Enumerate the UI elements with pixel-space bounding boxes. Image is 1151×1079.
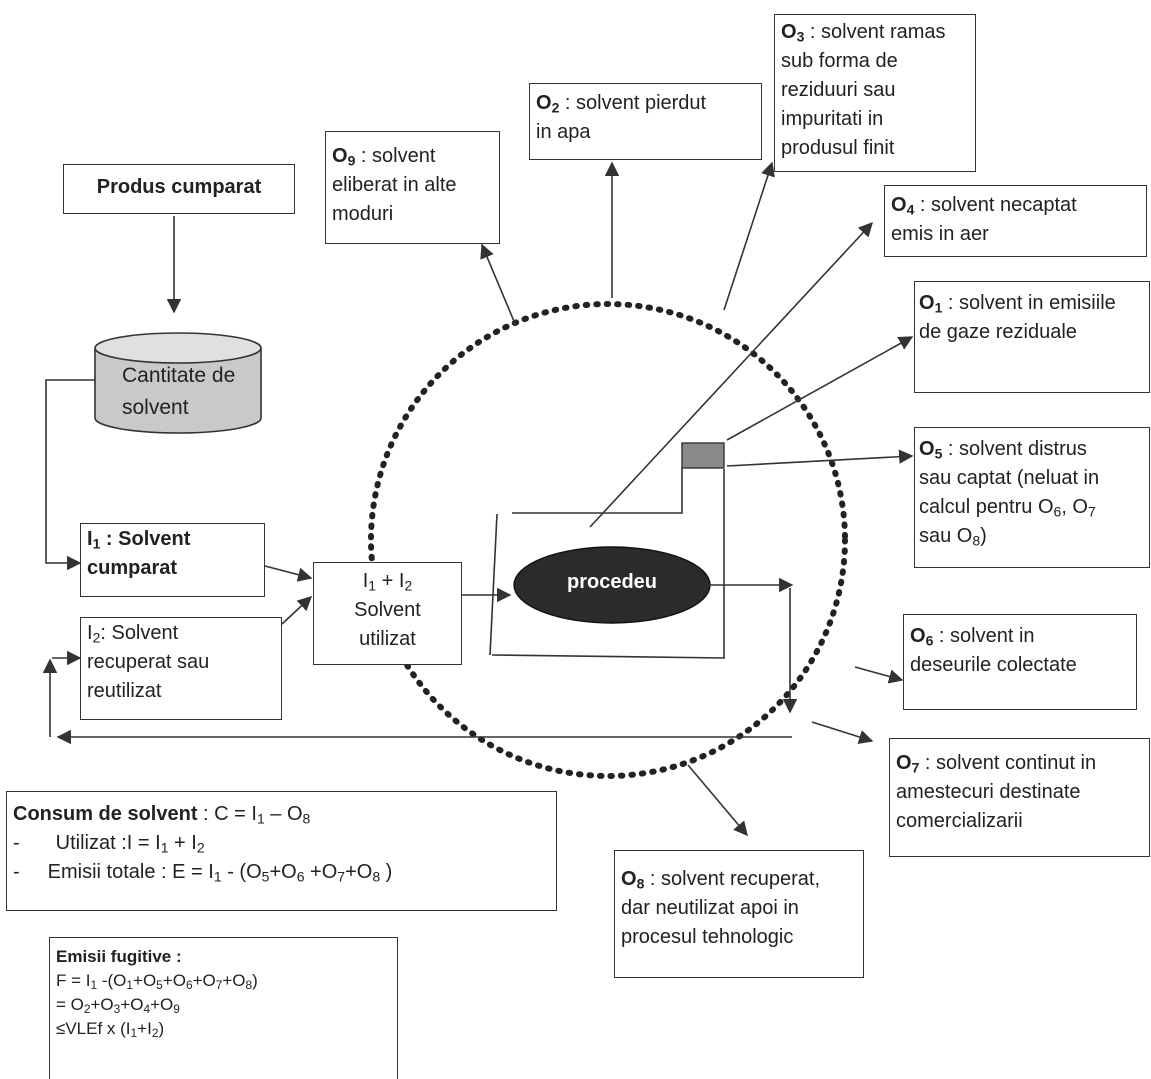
output-o3-box: O3 : solvent ramas sub forma de reziduur… [774,14,976,172]
output-o9-box: O9 : solvent eliberat in alte moduri [325,131,500,244]
input-i2-box: I2: Solvent recuperat sau reutilizat [80,617,282,720]
output-o5-box: O5 : solvent distrus sau captat (neluat … [914,427,1150,568]
chimney-block [681,442,725,469]
output-o7-box: O7 : solvent continut in amestecuri dest… [889,738,1150,857]
solvent-quantity-cylinder [94,332,262,434]
process-boundary-circle [368,301,848,779]
purchased-product-label: Produs cumparat [96,176,262,198]
input-i1-box: I1 : Solvent cumparat [80,523,265,597]
output-o8-box: O8 : solvent recuperat, dar neutilizat a… [614,850,864,978]
solvent-consumption-box: Consum de solvent : C = I1 – O8 -Utiliza… [6,791,557,911]
output-o1-box: O1 : solvent in emisiile de gaze rezidua… [914,281,1150,393]
procedeu-label: procedeu [566,571,658,593]
used-solvent-box: I1 + I2 Solvent utilizat [313,562,462,665]
purchased-product-box: Produs cumparat [63,164,295,214]
output-o6-box: O6 : solvent in deseurile colectate [903,614,1137,710]
output-o2-box: O2 : solvent pierdut in apa [529,83,762,160]
output-o4-box: O4 : solvent necaptat emis in aer [884,185,1147,257]
fugitive-emissions-box: Emisii fugitive : F = I1 -(O1+O5+O6+O7+O… [49,937,398,1079]
solvent-quantity-label: Cantitate de solvent [122,364,236,419]
